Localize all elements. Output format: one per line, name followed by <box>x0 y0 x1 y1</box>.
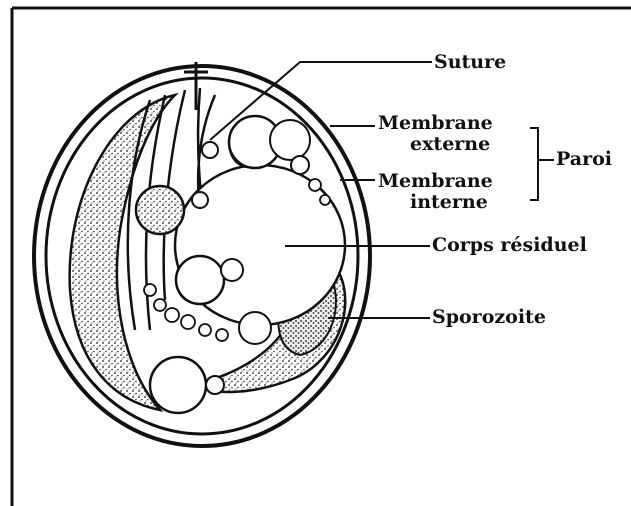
label-corps-residuel: Corps résiduel <box>432 236 587 255</box>
label-sporozoite: Sporozoite <box>432 308 546 327</box>
paroi-bracket <box>530 128 538 200</box>
label-suture: Suture <box>434 53 506 72</box>
label-membrane-externe-2: externe <box>410 135 490 154</box>
label-membrane-interne-1: Membrane <box>378 172 493 191</box>
label-membrane-externe-1: Membrane <box>378 114 493 133</box>
label-paroi: Paroi <box>556 150 612 169</box>
label-membrane-interne-2: interne <box>410 193 488 212</box>
